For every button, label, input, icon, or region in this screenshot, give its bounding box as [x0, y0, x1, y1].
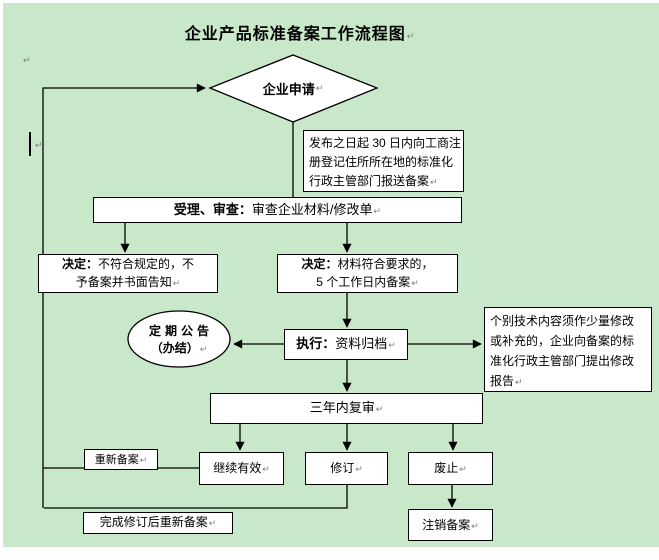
paragraph-mark: ↵ [411, 278, 419, 288]
paragraph-mark: ↵ [35, 140, 43, 150]
refile-label: 重新备案 [94, 453, 139, 466]
execute-text: 资料归档 [335, 336, 388, 351]
node-apply-diamond: 企业申请↵ [233, 79, 353, 97]
paragraph-mark: ↵ [172, 278, 181, 288]
paragraph-mark: ↵ [262, 464, 270, 474]
paragraph-mark: ↵ [388, 340, 396, 350]
node-notice-30days: 发布之日起 30 日内向工商注 册登记住所所在地的标准化 行政主管部门报送备案↵ [303, 130, 464, 192]
decide-accept-line2: 5 个工作日内备案 [316, 275, 411, 289]
node-decide-accept: 决定：材料符合要求的， 5 个工作日内备案↵ [277, 254, 458, 293]
node-modify-report: 个别技术内容须作少量修改 或补充的，企业向备案的标 准化行政主管部门提出修改 报… [484, 307, 652, 392]
decide-accept-prefix: 决定： [301, 257, 338, 271]
execute-prefix: 执行： [296, 336, 336, 351]
node-continue-valid: 继续有效↵ [199, 452, 284, 485]
decide-reject-prefix: 决定： [61, 257, 98, 271]
modify-report-line: 准化行政主管部门提出修改 [490, 354, 635, 368]
node-execute-archive: 执行：资料归档↵ [284, 329, 408, 360]
notice-line: 发布之日起 30 日内向工商注 [309, 136, 462, 150]
paragraph-mark: ↵ [459, 464, 467, 474]
decide-reject-line2: 予备案并书面告知 [75, 275, 172, 289]
paragraph-mark: ↵ [373, 205, 382, 216]
paragraph-mark: ↵ [430, 177, 438, 187]
notice-line-text: 行政主管部门报送备案 [309, 174, 430, 188]
paragraph-mark: ↵ [406, 31, 416, 41]
decide-reject-line1: 不符合规定的，不 [98, 257, 195, 271]
paragraph-mark: ↵ [315, 82, 324, 93]
node-review-3years: 三年内复审↵ [210, 393, 483, 424]
refile-after-label: 完成修订后重新备案 [99, 515, 208, 529]
paragraph-mark: ↵ [199, 343, 208, 354]
review-label: 三年内复审 [309, 400, 375, 415]
modify-report-line: 或补充的，企业向备案的标 [490, 334, 635, 348]
paragraph-mark: ↵ [208, 518, 217, 528]
apply-label: 企业申请 [262, 81, 315, 97]
accept-text: 审查企业材料/修改单 [251, 201, 373, 217]
accept-prefix: 受理、审查： [173, 201, 252, 217]
paragraph-mark: ↵ [515, 377, 523, 387]
announce-line2: （办结） [150, 340, 199, 355]
notice-line: 册登记住所所在地的标准化 [309, 155, 454, 169]
node-accept-review: 受理、审查：审查企业材料/修改单↵ [93, 197, 462, 223]
flow-title-text: 企业产品标准备案工作流程图 [184, 26, 406, 43]
notice-line: 行政主管部门报送备案↵ [309, 172, 438, 192]
node-refile-after-revision: 完成修订后重新备案↵ [83, 512, 233, 534]
paragraph-mark: ↵ [139, 454, 148, 465]
node-abolish: 废止↵ [408, 452, 493, 485]
cancel-filing-label: 注销备案 [422, 517, 471, 532]
modify-report-line: 个别技术内容须作少量修改 [490, 314, 635, 328]
paragraph-mark: ↵ [23, 55, 31, 65]
paragraph-mark: ↵ [375, 404, 384, 414]
decide-accept-line1: 材料符合要求的， [337, 257, 434, 271]
continue-valid-label: 继续有效 [213, 461, 262, 475]
modify-report-line-text: 报告 [490, 374, 515, 388]
revise-label: 修订 [330, 461, 355, 475]
cursor-tick [29, 132, 31, 156]
announce-line1: 定期公告 [148, 323, 213, 338]
node-revise: 修订↵ [305, 452, 388, 485]
flow-title: 企业产品标准备案工作流程图↵ [60, 20, 540, 44]
node-decide-reject: 决定：不符合规定的，不 予备案并书面告知↵ [38, 254, 218, 293]
paragraph-mark: ↵ [471, 520, 479, 531]
modify-report-line: 报告↵ [490, 371, 523, 392]
node-cancel-filing: 注销备案↵ [408, 509, 493, 541]
node-announce-ellipse: 定期公告 （办结）↵ [128, 320, 230, 360]
paragraph-mark: ↵ [355, 464, 363, 474]
abolish-label: 废止 [434, 461, 459, 475]
node-refile: 重新备案↵ [84, 449, 158, 470]
